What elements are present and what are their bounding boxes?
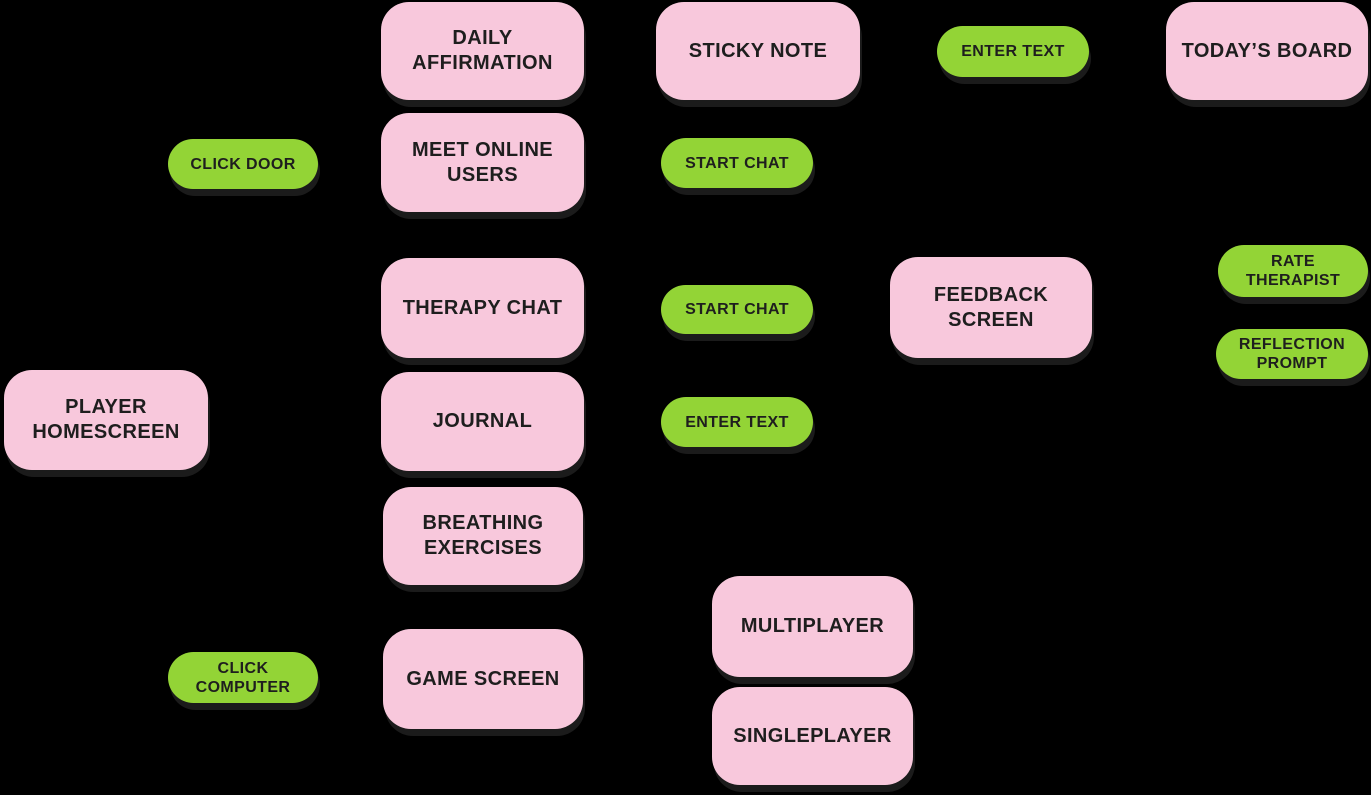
action-node-rate-therapist[interactable]: RATE THERAPIST [1218,245,1368,297]
screen-node-breathing-exercises-label: BREATHING EXERCISES [422,512,544,559]
screen-node-singleplayer[interactable]: SINGLEPLAYER [712,687,913,785]
screen-node-sticky-note-label: STICKY NOTE [688,39,828,62]
screen-node-singleplayer-label: SINGLEPLAYER [733,724,892,747]
screen-node-feedback-screen[interactable]: FEEDBACK SCREEN [890,257,1092,358]
action-node-click-door[interactable]: CLICK DOOR [168,139,318,189]
screen-node-daily-affirmation-label: DAILY AFFIRMATION [412,27,553,74]
action-node-rate-therapist-label: RATE THERAPIST [1245,253,1341,289]
screen-node-todays-board[interactable]: TODAY’S BOARD [1166,2,1368,100]
action-node-click-computer-label: CLICK COMPUTER [195,659,291,696]
action-node-start-chat-lower[interactable]: START CHAT [661,285,813,334]
screen-node-player-homescreen[interactable]: PLAYER HOMESCREEN [4,370,208,470]
action-node-start-chat-upper-label: START CHAT [685,154,789,172]
action-node-enter-text-top-label: ENTER TEXT [961,43,1065,60]
action-node-click-computer[interactable]: CLICK COMPUTER [168,652,318,703]
screen-node-journal-label: JOURNAL [432,410,533,432]
action-node-enter-text-mid-label: ENTER TEXT [685,413,789,431]
screen-node-therapy-chat-label: THERAPY CHAT [402,296,563,319]
screen-node-feedback-screen-label: FEEDBACK SCREEN [933,283,1049,331]
screen-node-multiplayer[interactable]: MULTIPLAYER [712,576,913,677]
screen-node-sticky-note[interactable]: STICKY NOTE [656,2,860,100]
screen-node-journal[interactable]: JOURNAL [381,372,584,471]
screen-node-game-screen-label: GAME SCREEN [406,667,560,690]
screen-node-therapy-chat[interactable]: THERAPY CHAT [381,258,584,358]
screen-node-meet-online-users-label: MEET ONLINE USERS [411,138,554,186]
action-node-start-chat-lower-label: START CHAT [685,301,789,318]
screen-node-multiplayer-label: MULTIPLAYER [740,615,885,637]
action-node-enter-text-mid[interactable]: ENTER TEXT [661,397,813,447]
action-node-enter-text-top[interactable]: ENTER TEXT [937,26,1089,77]
action-node-start-chat-upper[interactable]: START CHAT [661,138,813,188]
screen-node-meet-online-users[interactable]: MEET ONLINE USERS [381,113,584,212]
screen-node-game-screen[interactable]: GAME SCREEN [383,629,583,729]
screen-node-todays-board-label: TODAY’S BOARD [1181,39,1353,62]
screen-node-daily-affirmation[interactable]: DAILY AFFIRMATION [381,2,584,100]
screen-node-breathing-exercises[interactable]: BREATHING EXERCISES [383,487,583,585]
action-node-reflection-prompt-label: REFLECTION PROMPT [1238,336,1346,372]
action-node-click-door-label: CLICK DOOR [190,155,296,173]
screen-node-player-homescreen-label: PLAYER HOMESCREEN [32,396,180,443]
action-node-reflection-prompt[interactable]: REFLECTION PROMPT [1216,329,1368,379]
